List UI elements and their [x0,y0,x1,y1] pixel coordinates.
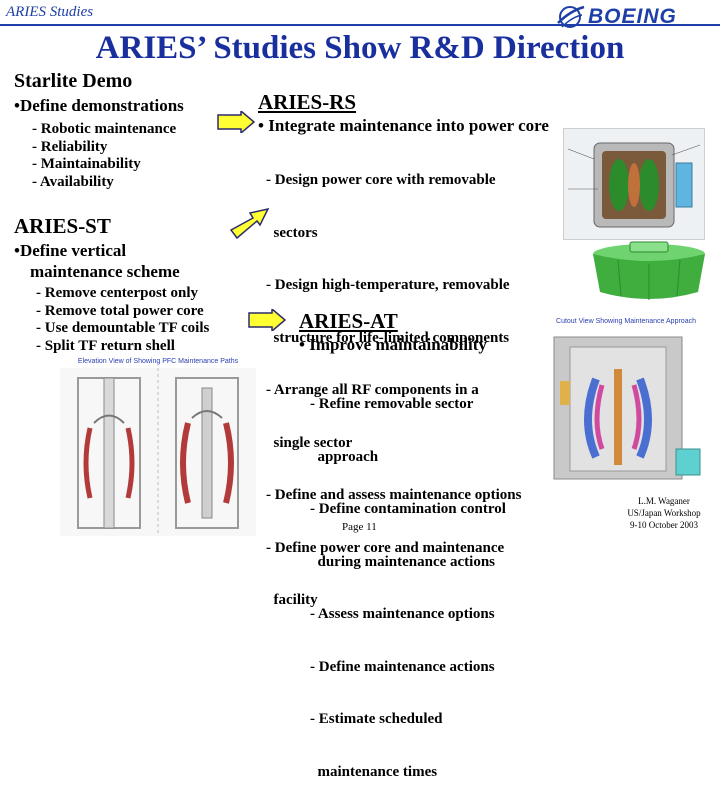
aries-at-figure-caption: Cutout View Showing Maintenance Approach [556,318,696,325]
aries-st-bullet-line1: •Define vertical [14,241,127,260]
list-item: - Split TF return shell [36,337,175,354]
list-item: - Define and assess maintenance options [266,487,522,503]
aries-st-figure-caption: Elevation View of Showing PFC Maintenanc… [77,358,239,365]
boeing-logo: BOEING [556,3,702,31]
page-number: Page 11 [342,521,377,533]
list-item: - Use demountable TF coils [36,320,210,336]
list-item: maintenance times [310,763,438,780]
aries-rs-heading: ARIES-RS [258,90,357,114]
aries-at-bullet: • Improve maintainability [299,335,487,354]
list-item: - Availability [32,173,114,190]
starlite-heading: Starlite Demo [14,70,133,92]
list-item: sectors [266,224,318,241]
list-item: - Robotic maintenance [32,121,177,137]
boeing-logo-text: BOEING [588,5,677,28]
list-item: - Maintainability [32,156,141,172]
header-divider [0,24,720,26]
list-item: - Assess maintenance options [310,606,495,622]
list-item: - Define maintenance actions [310,658,495,675]
aries-st-list: - Remove centerpost only - Remove total … [36,285,209,355]
starlite-list: - Robotic maintenance - Reliability - Ma… [32,121,176,191]
list-item: - Reliability [32,138,108,155]
starlite-bullet: •Define demonstrations [14,96,184,115]
list-item: approach [310,448,379,465]
list-item: - Remove total power core [36,302,204,319]
list-item: - Design power core with removable [266,172,496,188]
aries-at-list: - Refine removable sector approach - Def… [310,361,506,799]
list-item: during maintenance actions [310,553,496,570]
list-item: - Estimate scheduled [310,711,443,727]
footer-credits: L.M. Waganer US/Japan Workshop 9-10 Octo… [612,495,716,531]
footer-author: L.M. Waganer [638,496,690,506]
arrow-right-icon [248,309,286,331]
aries-st-bullet-line2: maintenance scheme [30,262,180,281]
boeing-logo-icon [557,5,585,28]
header-series-label: ARIES Studies [6,4,94,20]
footer-workshop: US/Japan Workshop [627,508,701,518]
list-item: - Refine removable sector [310,396,474,412]
list-item: - Define contamination control [310,501,506,517]
aries-at-cutout-figure: Cutout View Showing Maintenance Approach [540,318,712,486]
aries-st-elevation-figure: Elevation View of Showing PFC Maintenanc… [60,358,256,536]
aries-rs-bullet: • Integrate maintenance into power core [258,116,549,135]
page-title: ARIES’ Studies Show R&D Direction [95,30,625,66]
aries-at-heading: ARIES-AT [299,309,398,333]
footer-date: 9-10 October 2003 [630,520,698,530]
aries-st-heading: ARIES-ST [14,214,111,238]
arrow-right-icon [217,111,255,133]
list-item: structure for life-limited components [266,329,510,346]
green-dome-figure [588,240,710,306]
list-item: - Remove centerpost only [36,285,199,301]
green-dome-drawing [593,241,705,300]
list-item: single sector [266,434,353,451]
aries-rs-power-core-figure [563,128,705,240]
cutout-drawing [553,336,701,480]
list-item: - Arrange all RF components in a [266,382,479,398]
arrow-up-right-icon [229,208,269,240]
power-core-drawing [564,129,704,239]
list-item: - Design high-temperature, removable [266,277,510,293]
elevation-drawing [60,368,256,536]
